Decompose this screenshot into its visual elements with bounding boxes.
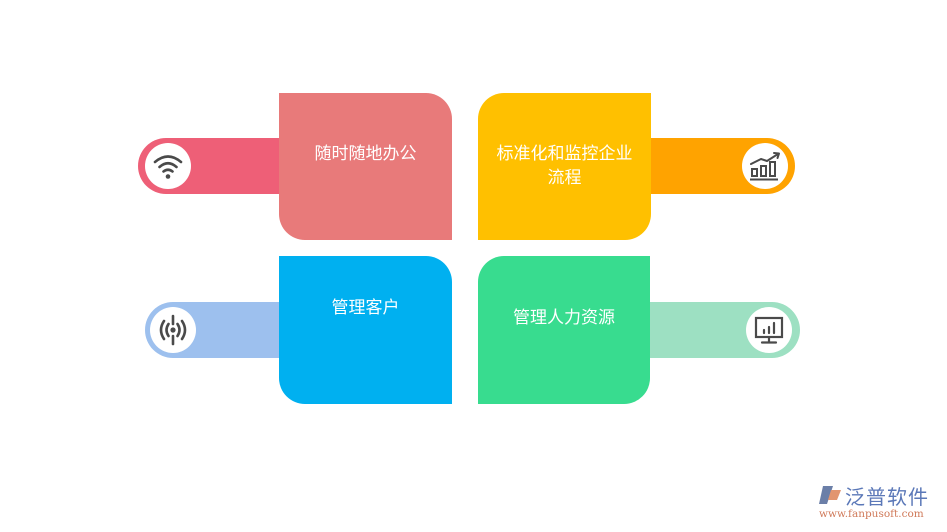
card-manage-customers: 管理客户 <box>279 256 452 404</box>
fanpu-logo: 泛普软件 www.fanpusoft.com <box>817 484 942 524</box>
card-standardize-process: 标准化和监控企业流程 <box>478 93 651 240</box>
pill-manage-hr <box>630 302 800 358</box>
card-label: 随时随地办公 <box>314 144 417 164</box>
card-manage-hr: 管理人力资源 <box>478 256 650 404</box>
growth-chart-icon <box>742 143 788 189</box>
card-label: 管理客户 <box>331 298 400 318</box>
logo-name: 泛普软件 <box>845 485 929 509</box>
pill-manage-customers <box>145 302 295 358</box>
monitor-chart-icon <box>746 307 792 353</box>
card-label: 标准化和监控企业流程 <box>496 144 633 188</box>
pill-standardize-process <box>630 138 795 194</box>
card-label: 管理人力资源 <box>513 308 615 328</box>
card-mobile-office: 随时随地办公 <box>279 93 452 240</box>
broadcast-signal-icon <box>150 307 196 353</box>
logo-mark-icon <box>819 486 841 504</box>
pill-mobile-office <box>138 138 298 194</box>
logo-url: www.fanpusoft.com <box>819 508 924 520</box>
wifi-icon <box>145 143 191 189</box>
